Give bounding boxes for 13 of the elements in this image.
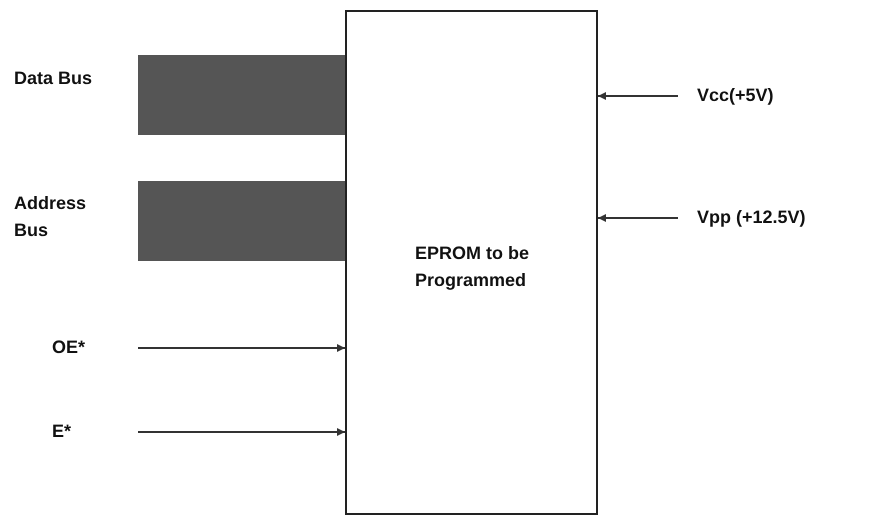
arrow <box>598 92 678 100</box>
arrow <box>598 214 678 222</box>
bus-band <box>138 55 345 135</box>
supply-label: Vcc(+5V) <box>696 84 775 107</box>
arrow <box>138 344 345 352</box>
eprom-block <box>345 10 598 515</box>
block-title: EPROM to be Programmed <box>414 242 530 292</box>
signal-label: E* <box>52 420 72 443</box>
bus-label: Address Bus <box>14 192 88 242</box>
arrow <box>138 428 345 436</box>
supply-label: Vpp (+12.5V) <box>696 206 807 229</box>
signal-label: OE* <box>52 336 86 359</box>
bus-label: Data Bus <box>14 67 94 90</box>
